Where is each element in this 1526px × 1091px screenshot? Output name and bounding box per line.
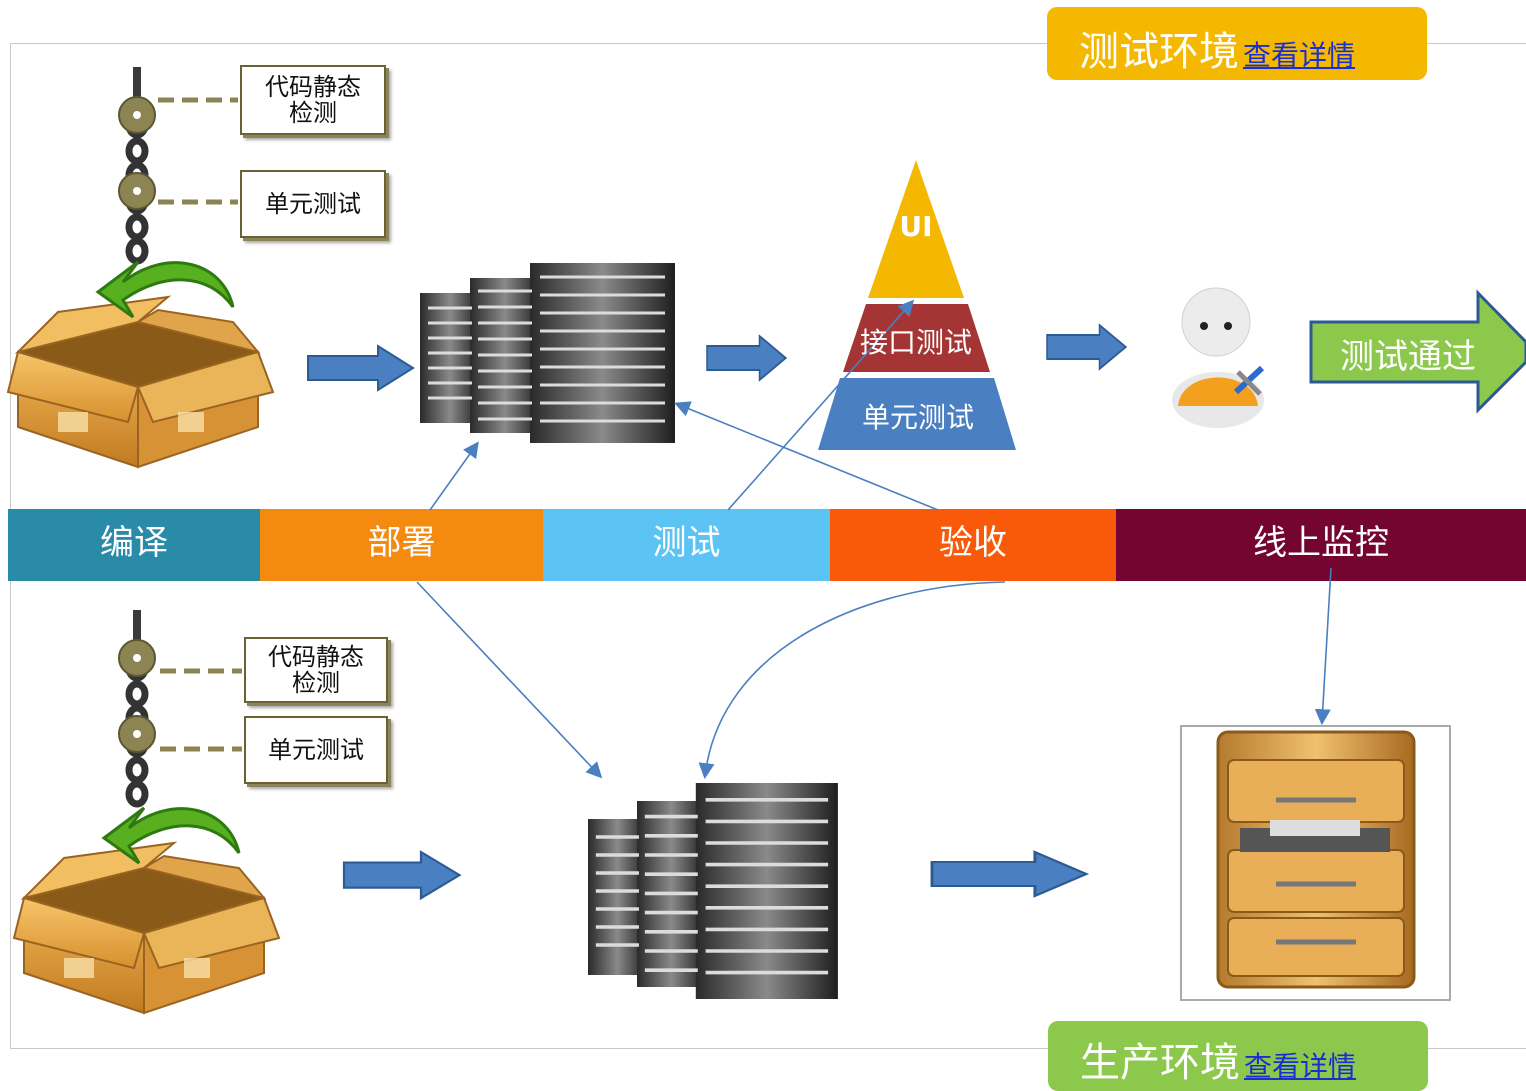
bottom-static-check-box: 代码静态 检测 [244,637,388,703]
test-pass-label: 测试通过 [1340,337,1476,377]
stage-test: 测试 [543,509,830,581]
pyramid-api-label: 接口测试 [859,326,972,359]
test-env-title: 测试环境 [1079,29,1239,75]
stage-monitoring: 线上监控 [1116,509,1526,581]
pyramid-unit-layer [818,378,1016,450]
pyramid-ui-layer [868,160,964,298]
pyramid-api-layer [843,304,990,372]
tester-person-icon [1172,287,1265,428]
top-arrow-3-icon [1046,324,1127,370]
top-server-rack-icon [418,261,677,445]
bottom-arrow-1-icon [342,850,461,900]
test-pass-arrow [1309,289,1526,414]
test-pyramid [818,160,1016,450]
top-unit-test-box: 单元测试 [240,170,386,238]
top-chain-icon [119,67,155,261]
frame-top-line [10,43,1526,44]
prod-env-title: 生产环境 [1080,1040,1240,1086]
bottom-arrow-2-icon [930,850,1088,898]
prod-env-badge: 生产环境 查看详情 [1048,1021,1428,1091]
frame-bottom-line [10,1048,1526,1049]
pyramid-ui-label: UI [899,210,933,243]
stage-deploy: 部署 [260,509,543,581]
top-arrow-2-icon [706,335,787,381]
top-package-box-icon [6,260,275,469]
test-env-badge: 测试环境 查看详情 [1047,7,1427,80]
top-arrow-1-icon [307,345,414,391]
bottom-package-box-icon [12,806,281,1015]
file-cabinet-icon [1180,725,1451,1001]
stage-compile: 编译 [8,509,260,581]
top-static-check-box: 代码静态 检测 [240,65,386,135]
stage-acceptance: 验收 [830,509,1116,581]
test-env-detail-link[interactable]: 查看详情 [1243,39,1356,72]
flow-connectors [416,299,1332,780]
bottom-unit-test-box: 单元测试 [244,716,388,784]
pyramid-unit-label: 单元测试 [861,401,974,434]
prod-env-detail-link[interactable]: 查看详情 [1244,1050,1357,1083]
bottom-server-rack-icon [586,781,840,1001]
pipeline-stage-bar: 编译 部署 测试 验收 线上监控 [8,509,1526,581]
bottom-chain-icon [119,610,155,804]
